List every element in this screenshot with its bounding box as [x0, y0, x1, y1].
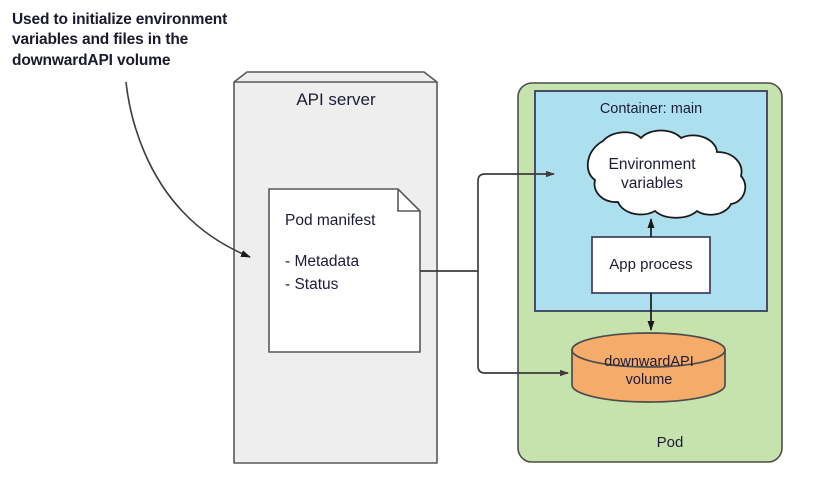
environment-variables-cloud — [586, 129, 747, 219]
pod-manifest-folded-corner — [397, 189, 420, 212]
manifest-connectors — [420, 170, 569, 377]
api-server-label: API server — [296, 90, 376, 109]
pod-manifest-title: Pod manifest — [285, 212, 376, 229]
pod-manifest-page — [268, 188, 421, 353]
manifest-to-env-vars-connector — [477, 170, 555, 271]
pod-manifest-items: - Metadata - Status — [285, 253, 360, 293]
container-label: Container: main — [599, 101, 703, 117]
manifest-to-volume-connector — [477, 271, 569, 377]
downwardapi-volume-cylinder — [571, 332, 726, 403]
app-process-label: App process — [609, 256, 693, 273]
pod-manifest-document — [268, 188, 421, 353]
downwardapi-volume-label: downwardAPI volume — [604, 354, 694, 389]
environment-variables-label: Environment variables — [608, 156, 696, 193]
annotation-note: Used to initialize environment variables… — [12, 11, 228, 69]
annotation-curved-arrow — [125, 81, 251, 258]
pod-label: Pod — [656, 434, 684, 451]
cylinder-top-ellipse — [571, 332, 726, 368]
